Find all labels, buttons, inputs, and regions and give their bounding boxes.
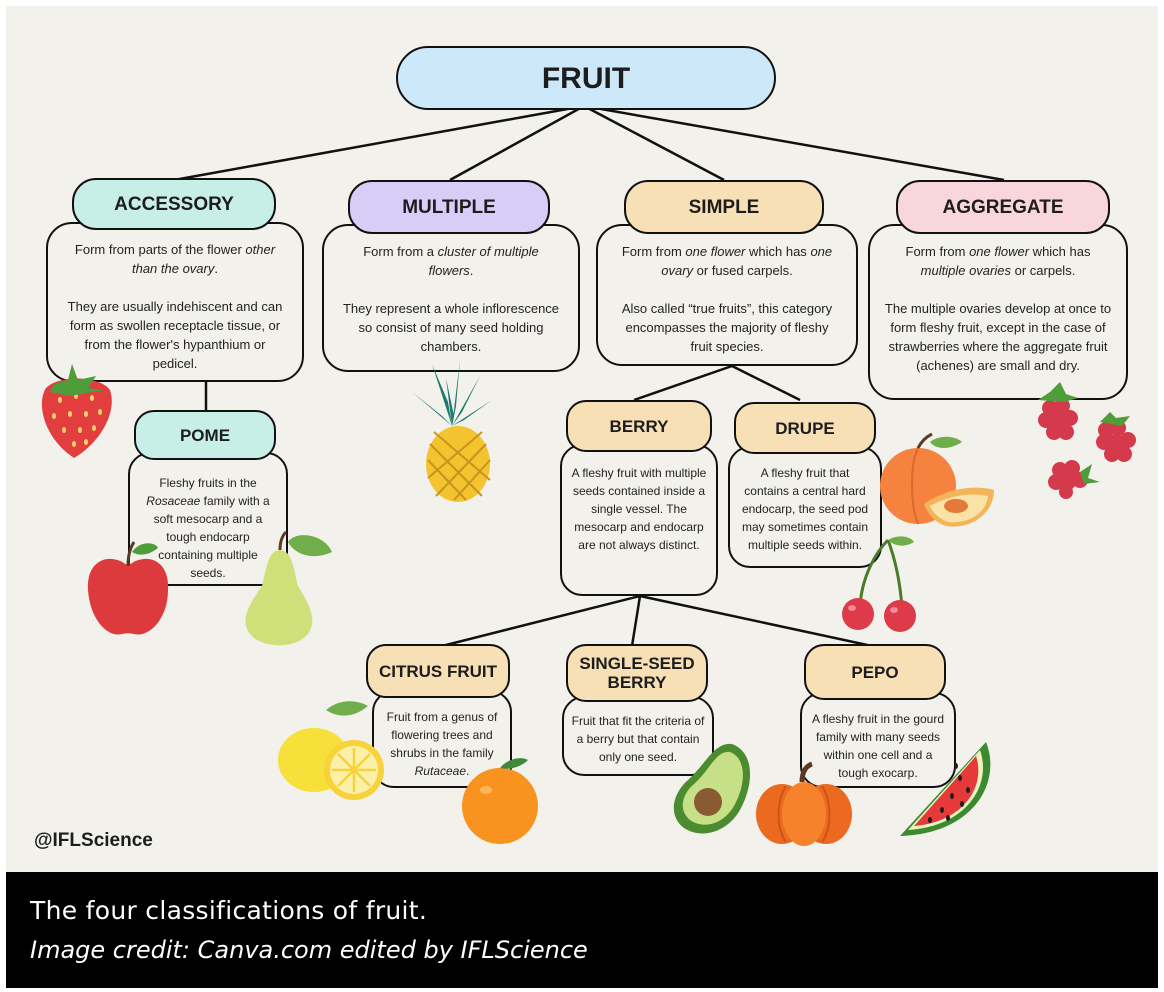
pumpkin-icon — [756, 761, 852, 846]
citrus-fruit-description: Fruit from a genus of flowering trees an… — [372, 690, 512, 788]
avocado-icon — [673, 743, 751, 834]
image-caption: The four classifications of fruit. Image… — [6, 872, 1158, 988]
accessory-label: ACCESSORY — [114, 193, 234, 215]
drupe-label: DRUPE — [775, 418, 835, 438]
berry-label: BERRY — [609, 416, 669, 436]
drupe-description: A fleshy fruit that contains a central h… — [728, 446, 882, 568]
drupe-node: DRUPE — [734, 402, 876, 454]
citrus-fruit-label: CITRUS FRUIT — [378, 661, 498, 681]
single-seed-berry-desc-text: Fruit that fit the criteria of a berry b… — [571, 714, 705, 764]
multiple-label: MULTIPLE — [402, 196, 496, 218]
aggregate-node: AGGREGATE — [896, 180, 1110, 234]
connector-lines — [173, 104, 1005, 648]
pome-desc-text: Fleshy fruits in the Rosaceae family wit… — [146, 476, 270, 580]
pome-node: POME — [134, 410, 276, 460]
orange-icon — [462, 758, 538, 844]
multiple-desc-line2: They represent a whole inflorescence so … — [342, 301, 560, 354]
fruit-root-label: FRUIT — [541, 61, 631, 95]
accessory-desc-line2: They are usually indehiscent and can for… — [67, 299, 283, 371]
caption-credit: Image credit: Canva.com edited by IFLSci… — [30, 936, 588, 964]
single-seed-berry-label: SINGLE-SEED BERRY — [579, 654, 695, 692]
pepo-label: PEPO — [851, 662, 899, 682]
citrus-fruit-node: CITRUS FRUIT — [366, 644, 510, 698]
single-seed-berry-node: SINGLE-SEED BERRY — [566, 644, 708, 702]
pepo-desc-text: A fleshy fruit in the gourd family with … — [811, 712, 945, 780]
berry-description: A fleshy fruit with multiple seeds conta… — [560, 444, 718, 596]
watermelon-icon — [900, 742, 991, 836]
single-seed-berry-description: Fruit that fit the criteria of a berry b… — [562, 696, 714, 776]
simple-label: SIMPLE — [688, 196, 760, 218]
pepo-node: PEPO — [804, 644, 946, 700]
fruit-root-node: FRUIT — [396, 46, 776, 110]
apple-icon — [87, 541, 169, 635]
accessory-node: ACCESSORY — [72, 178, 276, 230]
peach-icon — [880, 432, 994, 527]
multiple-node: MULTIPLE — [348, 180, 550, 234]
pear-icon — [245, 530, 332, 646]
citrus-fruit-desc-text: Fruit from a genus of flowering trees an… — [386, 710, 498, 778]
simple-node: SIMPLE — [624, 180, 824, 234]
aggregate-label: AGGREGATE — [942, 196, 1064, 218]
berry-node: BERRY — [566, 400, 712, 452]
pome-label: POME — [179, 425, 231, 445]
iflscience-watermark: @IFLScience — [34, 830, 153, 851]
lemon-icon — [278, 701, 384, 800]
aggregate-desc-line2: The multiple ovaries develop at once to … — [884, 301, 1112, 373]
berry-desc-text: A fleshy fruit with multiple seeds conta… — [571, 466, 707, 552]
cherry-icon — [842, 536, 916, 632]
strawberry-icon — [41, 364, 112, 458]
raspberry-icon — [1038, 382, 1136, 499]
drupe-desc-text: A fleshy fruit that contains a central h… — [741, 466, 869, 552]
simple-desc-line2: Also called “true fruits”, this category… — [621, 301, 833, 354]
pineapple-icon — [412, 360, 492, 502]
caption-title: The four classifications of fruit. — [30, 896, 428, 925]
fruit-classification-diagram: FRUIT ACCESSORY Form from parts of the f… — [6, 6, 1158, 872]
pepo-description: A fleshy fruit in the gourd family with … — [800, 692, 956, 788]
